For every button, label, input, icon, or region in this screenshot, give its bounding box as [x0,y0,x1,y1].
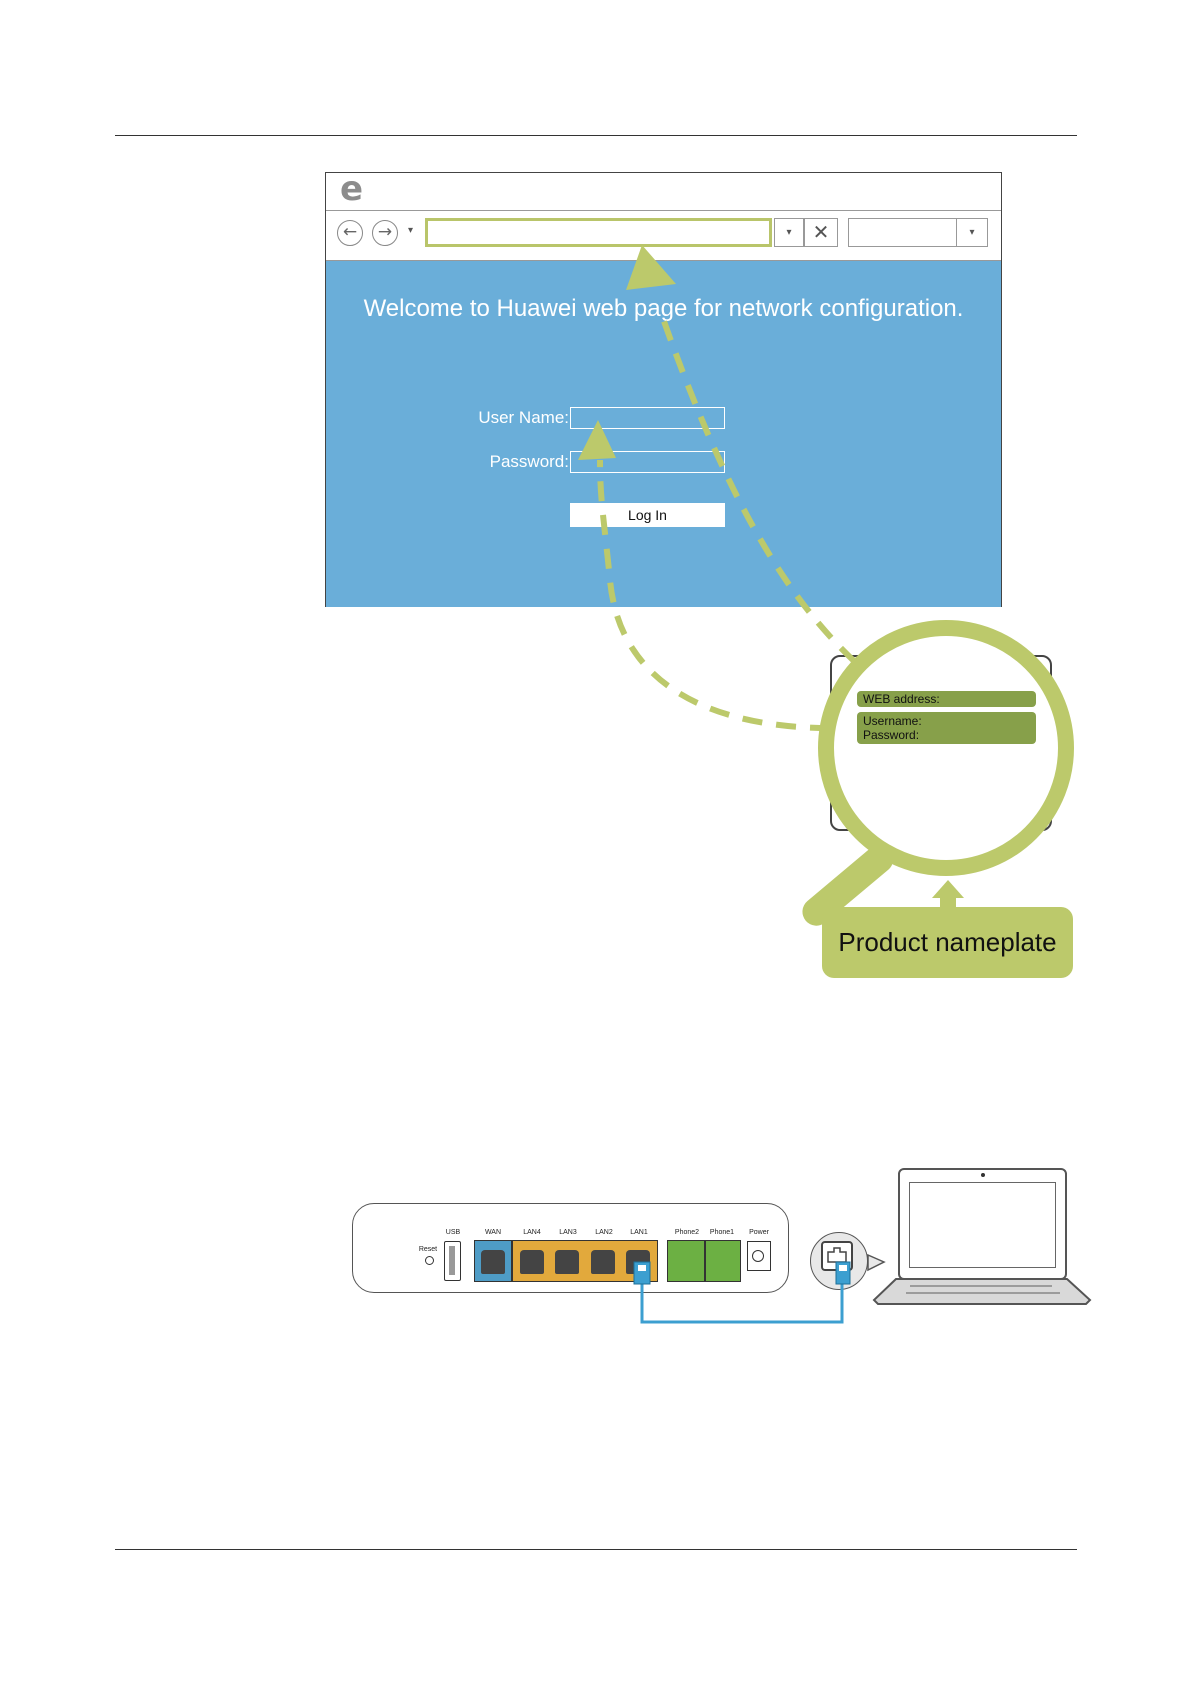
address-bar-input[interactable] [425,218,772,247]
laptop-camera [981,1173,985,1177]
nameplate-password: Password: [863,728,1030,742]
username-input[interactable] [570,407,725,429]
lan4-jack [520,1250,544,1274]
reset-button [425,1256,434,1265]
power-port [747,1241,771,1271]
reset-label: Reset [408,1246,448,1253]
laptop-display [909,1182,1056,1268]
back-arrow-icon[interactable]: ← [337,220,363,246]
usb-label: USB [433,1229,473,1236]
nameplate-caption: Product nameplate [822,907,1073,978]
power-label: Power [739,1229,779,1236]
wan-label: WAN [473,1229,513,1236]
login-button[interactable]: Log In [570,503,725,527]
lan-ports [512,1240,658,1282]
lan3-label: LAN3 [548,1229,588,1236]
header-rule [115,135,1077,136]
usb-port [444,1241,461,1281]
wan-jack [481,1250,505,1274]
laptop-icon [898,1168,1067,1280]
search-box[interactable]: ▾ [848,218,988,247]
address-dropdown-icon[interactable]: ▾ [774,218,804,247]
lan3-jack [555,1250,579,1274]
history-dropdown-icon[interactable]: ▾ [408,225,413,236]
wan-port [474,1240,512,1282]
lan1-jack [626,1250,650,1274]
network-port-bubble [810,1232,868,1290]
phone2-label: Phone2 [667,1229,707,1236]
password-input[interactable] [570,451,725,473]
laptop-base [874,1279,1090,1304]
browser-titlebar: e [326,173,1001,211]
login-page: Welcome to Huawei web page for network c… [326,261,1001,607]
welcome-heading: Welcome to Huawei web page for network c… [326,295,1001,323]
lan2-label: LAN2 [584,1229,624,1236]
forward-arrow-icon[interactable]: → [372,220,398,246]
password-label: Password: [419,452,569,472]
nameplate-username: Username: [863,714,1030,728]
phone1-label: Phone1 [702,1229,742,1236]
phone-ports [667,1240,741,1282]
browser-logo-icon: e [340,169,363,209]
magnifier-icon [818,620,1074,876]
search-dropdown-icon[interactable]: ▾ [956,219,987,246]
footer-rule [115,1549,1077,1550]
nameplate-credentials: Username: Password: [857,712,1036,744]
lan2-jack [591,1250,615,1274]
lan4-label: LAN4 [512,1229,552,1236]
browser-window: e ← → ▾ ▾ ✕ ▾ Welcome to Huawei web page… [325,172,1002,607]
nameplate-web-address: WEB address: [857,691,1036,707]
browser-toolbar: ← → ▾ ▾ ✕ ▾ [326,210,1001,261]
close-icon[interactable]: ✕ [804,218,838,247]
lan1-label: LAN1 [619,1229,659,1236]
username-label: User Name: [419,408,569,428]
